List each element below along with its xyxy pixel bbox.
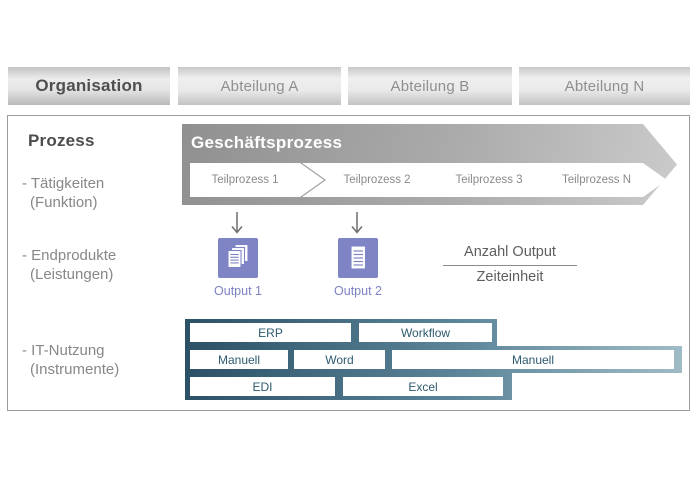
it-box-manuell-1-label: Manuell bbox=[217, 352, 261, 367]
subprocess-n-label: Teilprozess N bbox=[561, 174, 632, 186]
activities-label-line1: - Tätigkeiten bbox=[22, 175, 105, 192]
it-box-excel-label: Excel bbox=[408, 379, 438, 394]
department-a-header: Abteilung A bbox=[178, 67, 341, 105]
down-arrow-icon bbox=[349, 211, 365, 237]
it-box-manuell-2-label: Manuell bbox=[511, 352, 555, 367]
document-stack-icon bbox=[218, 238, 258, 278]
organisation-header: Organisation bbox=[8, 67, 170, 105]
it-box-word: Word bbox=[294, 350, 385, 369]
subprocess-2-label: Teilprozess 2 bbox=[343, 174, 411, 186]
subprocess-n-chevron: Teilprozess N bbox=[526, 163, 667, 197]
subprocess-3-label: Teilprozess 3 bbox=[455, 174, 523, 186]
it-usage-label: - IT-Nutzung (Instrumente) bbox=[22, 341, 119, 379]
output-ratio: Anzahl Output Zeiteinheit bbox=[443, 243, 577, 287]
it-usage-label-line2: (Instrumente) bbox=[30, 361, 120, 378]
subprocess-1-label: Teilprozess 1 bbox=[211, 174, 279, 186]
department-n-label: Abteilung N bbox=[564, 77, 645, 95]
end-products-label-line1: - Endprodukte bbox=[22, 247, 117, 264]
it-box-erp: ERP bbox=[190, 323, 351, 342]
process-title: Prozess bbox=[28, 131, 95, 150]
business-process-arrow: Geschäftsprozess Teilprozess 1 Teilproze… bbox=[182, 124, 677, 205]
department-n-header: Abteilung N bbox=[519, 67, 690, 105]
it-box-workflow: Workflow bbox=[359, 323, 492, 342]
department-a-label: Abteilung A bbox=[220, 77, 299, 95]
activities-label: - Tätigkeiten (Funktion) bbox=[22, 174, 104, 212]
it-box-workflow-label: Workflow bbox=[400, 325, 451, 340]
it-box-edi: EDI bbox=[190, 377, 335, 396]
it-box-excel: Excel bbox=[343, 377, 503, 396]
department-b-label: Abteilung B bbox=[390, 77, 470, 95]
end-products-label: - Endprodukte (Leistungen) bbox=[22, 246, 116, 284]
end-products-label-line2: (Leistungen) bbox=[30, 266, 114, 283]
output-2-label: Output 2 bbox=[334, 284, 382, 298]
it-box-word-label: Word bbox=[325, 352, 354, 367]
organisation-label: Organisation bbox=[35, 76, 143, 95]
it-box-edi-label: EDI bbox=[252, 379, 273, 394]
business-process-title: Geschäftsprozess bbox=[191, 133, 343, 152]
activities-label-line2: (Funktion) bbox=[30, 194, 98, 211]
department-b-header: Abteilung B bbox=[348, 67, 512, 105]
output-ratio-denominator: Zeiteinheit bbox=[476, 269, 544, 285]
output-1-label: Output 1 bbox=[214, 284, 262, 298]
it-usage-label-line1: - IT-Nutzung bbox=[22, 342, 105, 359]
it-box-manuell-1: Manuell bbox=[190, 350, 288, 369]
fraction-bar bbox=[443, 265, 577, 266]
document-icon bbox=[338, 238, 378, 278]
it-box-erp-label: ERP bbox=[258, 325, 283, 340]
it-box-manuell-2: Manuell bbox=[392, 350, 674, 369]
down-arrow-icon bbox=[229, 211, 245, 237]
subprocess-1-chevron: Teilprozess 1 bbox=[190, 163, 324, 197]
output-ratio-numerator: Anzahl Output bbox=[464, 244, 556, 260]
